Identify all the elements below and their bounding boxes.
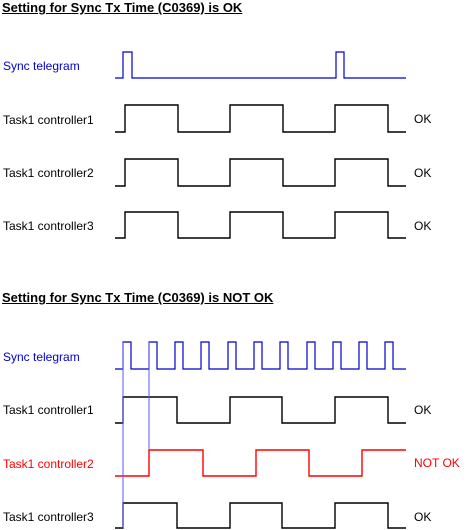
status-controller2-ok: OK (414, 166, 432, 180)
status-controller3-not-ok: OK (414, 510, 432, 524)
controller3-wave-not-ok (115, 502, 406, 529)
label-controller2-ok: Task1 controller2 (3, 166, 94, 180)
heading-not-ok: Setting for Sync Tx Time (C0369) is NOT … (2, 290, 274, 305)
label-controller3-ok: Task1 controller3 (3, 219, 94, 233)
status-controller1-not-ok: OK (414, 403, 432, 417)
sync-wave-not-ok (115, 341, 406, 370)
status-controller1-ok: OK (414, 112, 432, 126)
controller1-wave-ok (115, 104, 406, 133)
heading-ok: Setting for Sync Tx Time (C0369) is OK (2, 0, 243, 15)
controller2-wave-ok (115, 158, 406, 187)
label-sync-not-ok: Sync telegram (3, 350, 80, 364)
status-controller2-not-ok: NOT OK (414, 456, 460, 470)
label-sync-ok: Sync telegram (3, 59, 80, 73)
label-controller1-not-ok: Task1 controller1 (3, 403, 94, 417)
sync-wave-ok (115, 51, 406, 79)
label-controller2-not-ok: Task1 controller2 (3, 457, 94, 471)
controller3-wave-ok (115, 211, 406, 239)
controller2-wave-not-ok (115, 449, 406, 477)
status-controller3-ok: OK (414, 219, 432, 233)
label-controller3-not-ok: Task1 controller3 (3, 510, 94, 524)
controller1-wave-not-ok (115, 396, 406, 424)
label-controller1-ok: Task1 controller1 (3, 113, 94, 127)
